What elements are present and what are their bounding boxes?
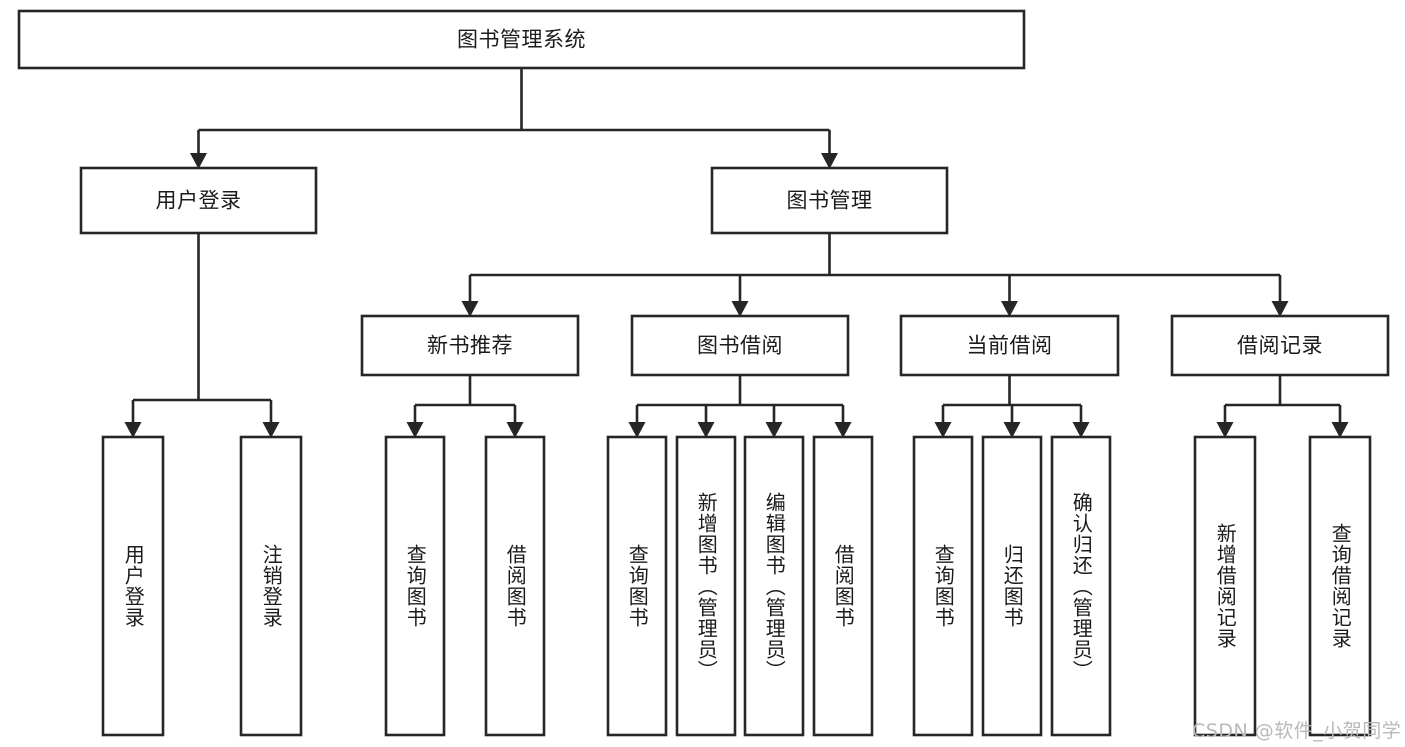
- connector-arrowhead: [1331, 422, 1349, 438]
- connector-arrowhead: [821, 153, 838, 169]
- connector-arrowhead: [124, 422, 142, 438]
- node-box-nb-borrow[interactable]: [484, 435, 546, 737]
- connector-arrowhead: [190, 153, 207, 169]
- node-box-current[interactable]: [899, 314, 1120, 377]
- connector-arrowhead: [1216, 422, 1234, 438]
- connector-layer: [124, 68, 1349, 438]
- node-label-login: 用户登录: [156, 189, 242, 213]
- connector-arrowhead: [628, 422, 646, 438]
- node-box-bookmgmt[interactable]: [710, 166, 949, 235]
- node-box-newbook[interactable]: [360, 314, 580, 377]
- node-box-bk-add[interactable]: [675, 435, 737, 737]
- node-box-rec-query[interactable]: [1308, 435, 1372, 737]
- node-box-login-in[interactable]: [101, 435, 165, 737]
- connector-arrowhead: [1271, 301, 1289, 317]
- node-label-root: 图书管理系统: [457, 28, 586, 52]
- node-box-cur-confirm[interactable]: [1050, 435, 1112, 737]
- node-label-bookmgmt: 图书管理: [787, 189, 873, 213]
- node-label-current: 当前借阅: [967, 334, 1053, 358]
- node-box-cur-return[interactable]: [981, 435, 1043, 737]
- connector-arrowhead: [1001, 301, 1018, 317]
- node-box-records[interactable]: [1170, 314, 1390, 377]
- connector-arrowhead: [461, 301, 479, 317]
- node-label-borrow: 图书借阅: [697, 334, 783, 358]
- node-box-login-out[interactable]: [239, 435, 303, 737]
- node-box-borrow[interactable]: [630, 314, 850, 377]
- node-box-rec-add[interactable]: [1193, 435, 1257, 737]
- connector-arrowhead: [506, 422, 524, 438]
- connector-arrowhead: [1072, 422, 1090, 438]
- node-box-login[interactable]: [79, 166, 318, 235]
- connector-arrowhead: [262, 422, 280, 438]
- node-box-bk-borrow[interactable]: [812, 435, 874, 737]
- node-box-bk-query[interactable]: [606, 435, 668, 737]
- node-box-layer: [17, 9, 1390, 737]
- node-label-newbook: 新书推荐: [427, 334, 513, 358]
- connector-arrowhead: [1003, 422, 1021, 438]
- node-box-cur-query[interactable]: [912, 435, 974, 737]
- connector-arrowhead: [765, 422, 783, 438]
- connector-arrowhead: [697, 422, 715, 438]
- node-box-bk-edit[interactable]: [743, 435, 805, 737]
- connector-arrowhead: [731, 301, 749, 317]
- connector-arrowhead: [406, 422, 424, 438]
- connector-arrowhead: [834, 422, 852, 438]
- connector-arrowhead: [934, 422, 952, 438]
- csdn-watermark: CSDN @软件_小贺同学: [1192, 720, 1402, 742]
- node-label-records: 借阅记录: [1237, 334, 1323, 358]
- node-box-nb-query[interactable]: [384, 435, 446, 737]
- node-box-root[interactable]: [17, 9, 1026, 70]
